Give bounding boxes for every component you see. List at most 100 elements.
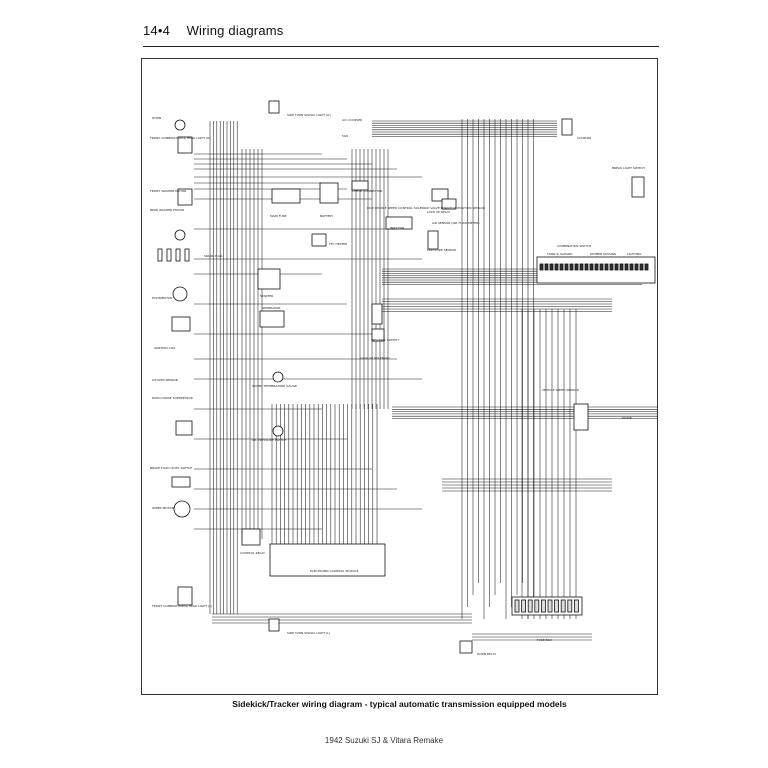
label-oil-pressure: OIL PRESSURE SWITCH: [252, 438, 286, 442]
label-lock-up-solenoid: LOCK UP SOLENOID: [360, 356, 390, 360]
component-box: [257, 268, 281, 290]
label-dimmer-passing: DIMMER PASSING: [590, 252, 617, 256]
component-symbol: [172, 286, 188, 302]
component-box: [584, 263, 589, 271]
component-box: [177, 188, 193, 206]
component-box: [561, 118, 573, 136]
label-generator: GENERATOR: [262, 306, 280, 310]
label-front-washer: FRONT WASHER MOTOR: [150, 189, 186, 193]
label-lock-up-relay: LOCK UP RELAY: [427, 210, 450, 214]
label-check-connector: CHECK CONNECTOR: [352, 189, 382, 193]
figure-caption: Sidekick/Tracker wiring diagram - typica…: [232, 699, 567, 709]
label-pressure-sensor: PRESSURE SENSOR: [427, 248, 456, 252]
component-box: [371, 328, 385, 342]
component-box: [514, 599, 520, 613]
component-box: [589, 263, 594, 271]
component-box: [609, 263, 614, 271]
component-box: [604, 263, 609, 271]
component-box: [564, 263, 569, 271]
label-water-temp-gauge: WATER TEMPERATURE GAUGE: [252, 384, 297, 388]
component-box: [573, 599, 579, 613]
label-horn-relay: HORN RELAY: [477, 652, 496, 656]
component-box: [569, 263, 574, 271]
label-tps-sensor: IDLE UP/IDLE SPEED CONTROL SOLENOID VALV…: [367, 206, 485, 210]
component-box: [351, 180, 369, 191]
label-injector: INJECTOR: [390, 226, 404, 230]
component-box: [534, 599, 540, 613]
section-number: 14•4: [143, 23, 171, 38]
label-lighting: LIGHTING: [627, 252, 642, 256]
label-neutral-switch: NEUTRAL SWITCH: [372, 338, 399, 342]
component-box: [527, 599, 533, 613]
component-box: [175, 248, 181, 262]
label-air-sensor: AIR SENSOR (AIR FLOW METER): [432, 221, 480, 225]
component-box: [539, 263, 544, 271]
component-symbol: [174, 119, 186, 131]
label-ecm: ELECTRONIC CONTROL MODULE: [310, 569, 359, 573]
component-box: [175, 420, 193, 436]
component-box: [574, 263, 579, 271]
wire-bundle: [194, 119, 657, 641]
component-symbol: [272, 371, 284, 383]
label-spark-plug: SPARK PLUG: [204, 254, 223, 258]
component-box: [547, 599, 553, 613]
component-box: [431, 188, 449, 202]
component-box: [619, 263, 624, 271]
component-box: [567, 599, 573, 613]
component-box: [441, 198, 457, 210]
label-starter: STARTER: [260, 294, 273, 298]
component-box: [177, 136, 193, 154]
component-box: [166, 248, 172, 262]
label-front-combination-top: FRONT COMBINATION & HEAD LIGHT (R): [150, 136, 211, 140]
label-side-turn-signal-top: SIDE TURN SIGNAL LIGHT (R): [287, 113, 331, 117]
component-box: [241, 528, 261, 546]
component-symbol: [174, 229, 186, 241]
component-group: [157, 100, 656, 654]
label-brake-fluid: BRAKE FLUID LEVEL SWITCH: [150, 466, 192, 470]
component-box: [559, 263, 564, 271]
component-symbol: [272, 425, 284, 437]
label-horn: HORN: [152, 116, 161, 120]
label-rear-washer: REAR WASHER MOTOR: [150, 208, 184, 212]
label-control-relay: CONTROL RELAY: [240, 551, 265, 555]
component-box: [573, 403, 589, 431]
label-oxygen-sensor: OXYGEN SENSOR: [152, 378, 178, 382]
component-box: [177, 586, 193, 606]
component-box: [579, 263, 584, 271]
component-box: [644, 263, 649, 271]
component-box: [549, 263, 554, 271]
label-side-turn-signal-bottom: SIDE TURN SIGNAL LIGHT (L): [287, 631, 330, 635]
section-title: Wiring diagrams: [186, 23, 284, 38]
label-fan: FAN: [342, 134, 348, 138]
component-box: [540, 599, 546, 613]
label-diode: DIODE: [622, 416, 632, 420]
component-box: [639, 263, 644, 271]
label-battery: BATTERY: [320, 214, 333, 218]
label-turn-hazard: TURN & HAZARD: [546, 252, 573, 256]
component-box: [171, 476, 191, 488]
component-box: [599, 263, 604, 271]
component-box: [271, 188, 301, 204]
label-ac-coupler: A/C COUPLER: [342, 118, 362, 122]
component-box: [629, 263, 634, 271]
label-vss: VEHICLE SPEED SENSOR: [542, 388, 579, 392]
component-box: [521, 599, 527, 613]
diagram-frame: SIDE TURN SIGNAL LIGHT (R) FRONT COMBINA…: [141, 58, 658, 695]
header-rule: [143, 46, 659, 47]
component-box: [184, 248, 190, 262]
label-ffc-heater: FFC HEATER: [329, 242, 347, 246]
component-symbol: [173, 500, 191, 518]
wiring-diagram: SIDE TURN SIGNAL LIGHT (R) FRONT COMBINA…: [150, 100, 657, 656]
component-box: [311, 233, 327, 247]
component-box: [171, 316, 191, 332]
component-box: [554, 599, 560, 613]
label-wiper-motor: WIPER MOTOR: [152, 506, 174, 510]
component-box: [624, 263, 629, 271]
component-box: [594, 263, 599, 271]
label-distributor: DISTRIBUTOR: [152, 296, 172, 300]
component-box: [560, 599, 566, 613]
component-box: [459, 640, 473, 654]
component-box: [269, 543, 386, 577]
label-radio-noise: RADIO NOISE SUPPRESSOR: [152, 396, 193, 400]
page-footer: 1942 Suzuki SJ & Vitara Remake: [324, 736, 444, 745]
